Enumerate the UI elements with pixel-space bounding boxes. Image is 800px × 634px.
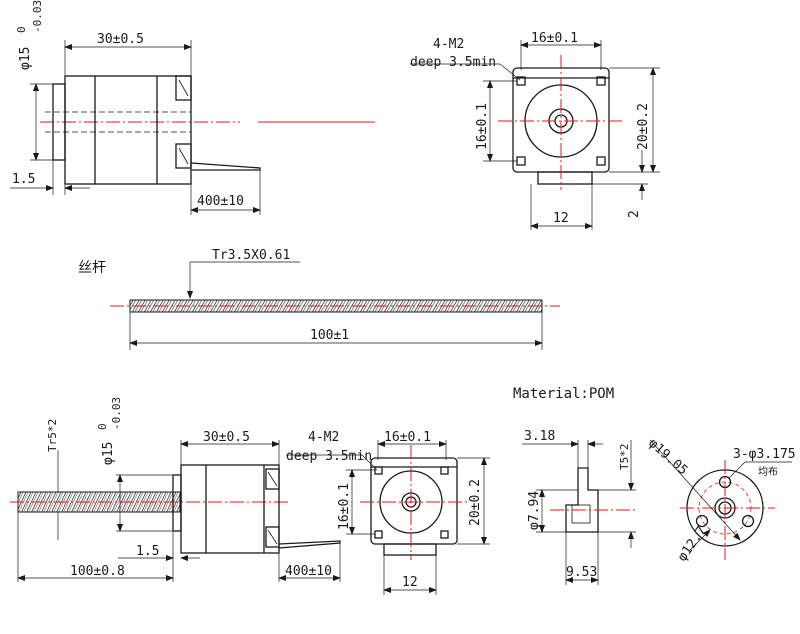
- bottom-length-label: 30±0.5: [203, 430, 250, 445]
- bottom-front-depth-label: deep 3.5min: [286, 449, 372, 464]
- nut-thread-label: T5*2: [618, 444, 631, 471]
- bottom-front-height-right-label: 20±0.2: [468, 479, 483, 526]
- screw-title: 丝杆: [78, 260, 106, 276]
- top-front-view: [410, 40, 660, 230]
- bottom-flange-label: 1.5: [136, 544, 159, 559]
- top-dia-tol-lower: -0.03: [31, 0, 44, 33]
- nut-front-view: [649, 439, 792, 560]
- bottom-dia-label: φ15: [101, 442, 116, 465]
- bottom-front-view: [286, 440, 490, 595]
- screw-length-label: 100±1: [310, 328, 349, 343]
- bottom-front-height-left-label: 16±0.1: [337, 483, 352, 530]
- top-front-depth-label: deep 3.5min: [410, 55, 496, 70]
- bottom-dia-tol-upper: 0: [96, 423, 109, 430]
- bottom-side-view: [10, 440, 341, 582]
- top-front-height-left-label: 16±0.1: [475, 103, 490, 150]
- top-dia-tol-upper: 0: [15, 26, 28, 33]
- top-front-thread-label: 4-M2: [433, 37, 464, 52]
- top-front-height-right-label: 20±0.2: [636, 103, 651, 150]
- bottom-thread-label: Tr5*2: [46, 419, 59, 452]
- bottom-front-bottom-label: 12: [402, 575, 418, 590]
- flange-holes-label: 3-φ3.175: [733, 447, 796, 462]
- top-front-side-label: 2: [627, 210, 642, 218]
- top-length-label: 30±0.5: [97, 32, 144, 47]
- nut-dia-label: φ7.94: [527, 491, 542, 530]
- flange-pcd-label: φ12.7: [675, 524, 710, 565]
- top-dia-label: φ15: [18, 47, 33, 70]
- top-front-width-label: 16±0.1: [531, 31, 578, 46]
- screw-thread-label: Tr3.5X0.61: [212, 248, 290, 263]
- top-flange-label: 1.5: [12, 172, 35, 187]
- bottom-front-thread-label: 4-M2: [308, 430, 339, 445]
- flange-dia-label: φ19.05: [645, 436, 690, 479]
- top-side-view: [10, 40, 375, 215]
- top-front-bottom-label: 12: [553, 211, 569, 226]
- bottom-dia-tol-lower: -0.03: [110, 397, 123, 430]
- nut-top-label: 3.18: [524, 429, 555, 444]
- lead-screw-view: [110, 261, 560, 350]
- flange-holes-note: 均布: [758, 466, 778, 478]
- top-lead-label: 400±10: [197, 194, 244, 209]
- bottom-screw-length-label: 100±0.8: [70, 564, 125, 579]
- bottom-front-width-label: 16±0.1: [384, 430, 431, 445]
- material-label: Material:POM: [513, 386, 614, 402]
- nut-length-label: 9.53: [566, 565, 597, 580]
- bottom-lead-label: 400±10: [285, 564, 332, 579]
- nut-side-view: [522, 440, 636, 585]
